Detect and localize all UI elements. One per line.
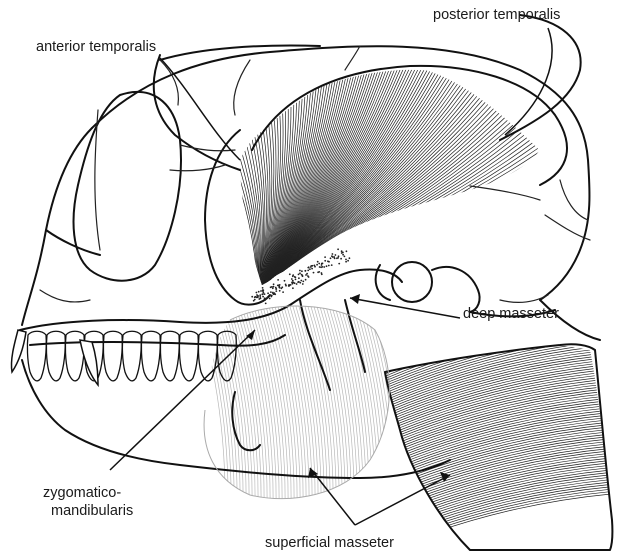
- tooth: [160, 331, 179, 381]
- leader-posterior-temporalis: [505, 28, 552, 135]
- tooth: [179, 331, 198, 381]
- label-zygomatico-line2: mandibularis: [51, 503, 133, 520]
- leader-superficial-masseter-2: [355, 475, 450, 525]
- tooth: [198, 331, 217, 381]
- tooth: [122, 331, 141, 381]
- tooth: [27, 331, 46, 381]
- tooth: [103, 331, 122, 381]
- arrowhead-deep: [350, 294, 360, 304]
- label-deep-masseter: deep masseter: [463, 306, 559, 323]
- label-zygomatico-line1: zygomatico-: [43, 485, 121, 502]
- leader-anterior-temporalis: [160, 58, 240, 160]
- temporalis-fibers: [230, 65, 560, 292]
- tooth: [46, 331, 65, 381]
- label-posterior-temporalis: posterior temporalis: [433, 7, 560, 24]
- tooth: [141, 331, 160, 381]
- label-anterior-temporalis: anterior temporalis: [36, 39, 156, 56]
- tooth: [65, 331, 84, 381]
- label-superficial-masseter: superficial masseter: [265, 535, 394, 552]
- teeth-row: [11, 330, 236, 385]
